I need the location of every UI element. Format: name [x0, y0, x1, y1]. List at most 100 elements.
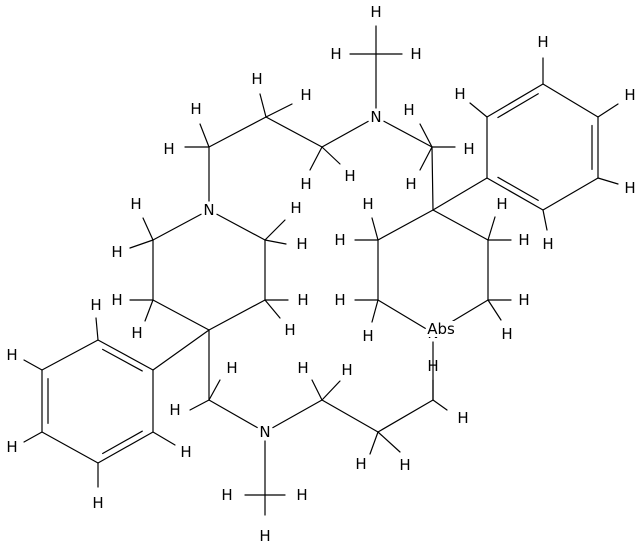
hydrogen-label: H [251, 70, 262, 88]
h-bond-33 [371, 217, 379, 241]
h-bond-26 [432, 399, 448, 411]
bond-C11-C12 [321, 399, 379, 433]
bond-PL5-PL6 [97, 431, 154, 464]
hydrogen-label: H [624, 86, 635, 104]
bond-PR6-PR1 [486, 177, 544, 211]
bond-C7-C8 [152, 299, 210, 331]
hydrogen-label: H [190, 100, 201, 118]
hydrogen-label: H [518, 231, 529, 249]
h-bond-20 [189, 399, 210, 411]
h-bond-48 [152, 431, 176, 446]
hydrogen-label: H [92, 494, 103, 512]
h-bond-44 [95, 317, 99, 341]
h-bond-43 [542, 209, 548, 231]
hydrogen-label: H [624, 179, 635, 197]
bond-PR3-PR4 [542, 83, 599, 118]
hydrogen-label: H [370, 3, 381, 21]
bond-C12-C13 [377, 399, 434, 433]
hydrogen-label: H [90, 296, 101, 314]
hydrogen-label: H [300, 86, 311, 104]
bond-N2-C5 [216, 213, 266, 241]
hydrogen-label: H [221, 486, 232, 504]
bond-PR2-PR3 [486, 83, 544, 118]
hydrogen-label: H [362, 195, 373, 213]
h-bond-45 [23, 359, 43, 371]
hydrogen-label: H [163, 140, 174, 158]
nitrogen-atom-label: N [259, 423, 270, 441]
h-bond-46 [23, 431, 43, 443]
hydrogen-label: H [542, 235, 553, 253]
h-bond-11 [199, 123, 210, 148]
bond-PL1-PL2 [97, 339, 154, 371]
h-bond-23 [321, 380, 341, 401]
bond-PL2-PL3 [41, 339, 99, 371]
h-bond-31 [487, 216, 496, 241]
bond-C18-N4 [377, 299, 426, 329]
bond-C16-C1 [431, 146, 434, 211]
h-bond-13 [264, 239, 287, 245]
h-bond-16 [142, 217, 154, 241]
hydrogen-label: H [296, 486, 307, 504]
h-bond-6 [309, 146, 323, 171]
h-bond-4 [419, 146, 433, 171]
hydrogen-label: H [297, 359, 308, 377]
bond-C9-N2 [152, 213, 202, 241]
hydrogen-label: H [290, 199, 301, 217]
h-bond-21 [208, 379, 221, 401]
bond-C15-C16 [432, 209, 489, 241]
h-bond-41 [597, 103, 619, 118]
h-bond-19 [144, 299, 154, 322]
hydrogen-label: H [399, 456, 410, 474]
hydrogen-label: H [405, 175, 416, 193]
hydrogen-label: H [454, 85, 465, 103]
h-bond-15 [264, 299, 281, 319]
h-bond-17 [129, 239, 154, 249]
stereo-label-background [426, 321, 454, 337]
nitrogen-atom-label: N [370, 108, 381, 126]
h-bond-8 [259, 93, 267, 118]
hydrogen-label: H [226, 359, 237, 377]
h-bond-9 [265, 103, 293, 118]
bond-PL4-PL5 [41, 431, 99, 464]
bond-layer [23, 25, 619, 516]
hydrogen-label: H [130, 195, 141, 213]
hydrogen-label: H [355, 455, 366, 473]
hydrogen-label: H [300, 175, 311, 193]
hydrogen-label: H [344, 167, 355, 185]
hydrogen-label: H [463, 140, 474, 158]
h-bond-12 [264, 219, 286, 241]
double-bond-PR6-PR1 [497, 176, 539, 201]
bond-C2-C3 [265, 116, 323, 148]
hydrogen-label: H [169, 401, 180, 419]
double-bond-PL5-PL6 [102, 430, 143, 455]
hydrogen-label: H [6, 438, 17, 456]
bond-N1-C1 [383, 120, 433, 148]
nitrogen-atom-label: N [203, 201, 214, 219]
hydrogen-label: H [410, 45, 421, 63]
stereo-abs-label: Abs [427, 320, 455, 338]
hydrogen-label: H [334, 231, 345, 249]
hydrogen-label: H [131, 324, 142, 342]
h-bond-28 [487, 299, 502, 321]
hydrogen-label: H [334, 291, 345, 309]
bond-N1-C2 [321, 120, 369, 148]
hydrogen-label: H [457, 409, 468, 427]
hydrogen-label: H [180, 443, 191, 461]
h-bond-22 [311, 379, 323, 401]
h-bond-24 [369, 431, 379, 455]
bond-C6-C7 [208, 299, 266, 331]
bond-N3-C11 [272, 399, 323, 429]
hydrogen-label: H [111, 243, 122, 261]
hydrogen-label: H [496, 195, 507, 213]
bond-C10-N3 [208, 399, 258, 429]
hydrogen-label: H [362, 327, 373, 345]
hydrogen-label: H [403, 101, 414, 119]
hydrogen-label: H [537, 33, 548, 51]
double-bond-PL1-PL2 [102, 348, 143, 372]
bond-C7-PL1 [152, 329, 210, 371]
hydrogen-label: H [501, 325, 512, 343]
bond-C16-C17 [377, 209, 434, 241]
h-bond-25 [377, 431, 401, 453]
